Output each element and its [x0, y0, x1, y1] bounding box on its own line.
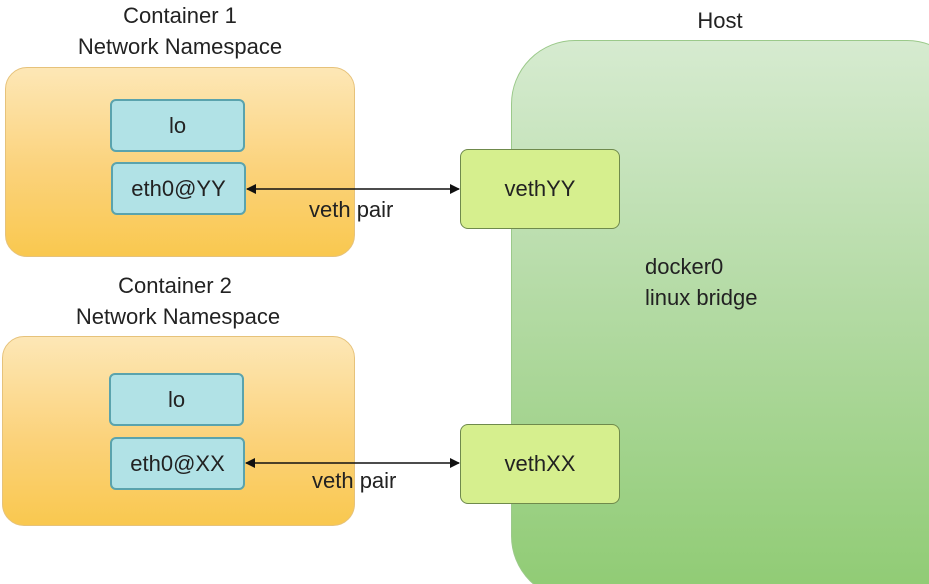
container1-subtitle: Network Namespace	[77, 34, 283, 59]
veth-pair-1-label: veth pair	[309, 197, 394, 222]
container2-lo-interface: lo	[109, 373, 244, 426]
host-title: Host	[697, 8, 743, 33]
container1-eth-interface: eth0@YY	[111, 162, 246, 215]
veth-pair-2-label: veth pair	[312, 468, 397, 493]
container2-eth-interface: eth0@XX	[110, 437, 245, 490]
bridge-type: linux bridge	[645, 285, 758, 310]
vethYY-interface: vethYY	[460, 149, 620, 229]
vethXX-interface: vethXX	[460, 424, 620, 504]
bridge-name: docker0	[645, 254, 724, 279]
container1-title: Container 1	[123, 3, 237, 28]
container1-lo-interface: lo	[110, 99, 245, 152]
container2-namespace-box	[2, 336, 355, 526]
container2-title: Container 2	[118, 273, 232, 298]
container2-subtitle: Network Namespace	[75, 304, 281, 329]
